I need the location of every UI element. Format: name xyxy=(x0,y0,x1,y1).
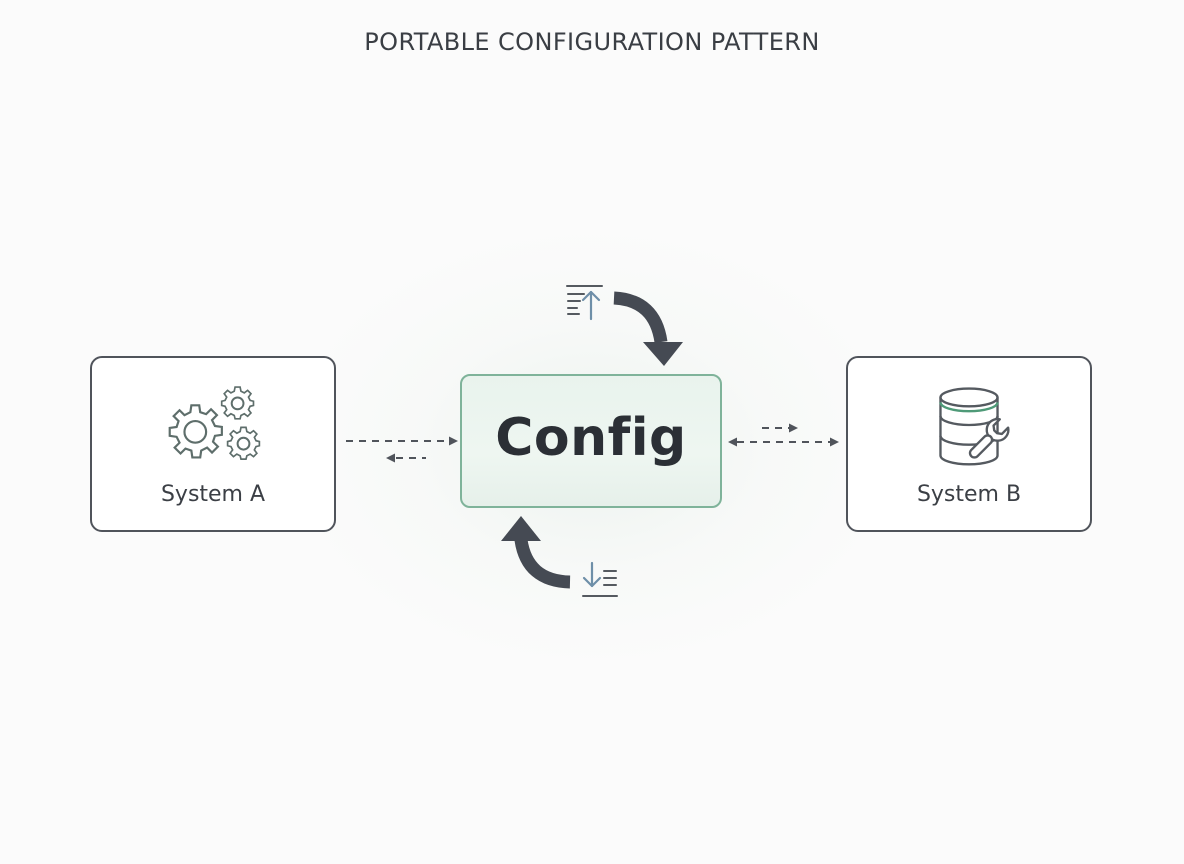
config-label: Config xyxy=(495,408,687,468)
import-list-icon xyxy=(582,570,618,597)
wrench-icon xyxy=(968,417,1010,459)
import-curved-arrow xyxy=(514,538,571,589)
arrowhead-to-system-b xyxy=(830,437,839,447)
system-a-node: System A xyxy=(90,356,336,532)
gears-icon xyxy=(168,386,261,460)
system-a-label: System A xyxy=(160,482,266,507)
gear-small-top xyxy=(220,386,255,420)
gear-small-bottom xyxy=(226,426,261,460)
system-b-label: System B xyxy=(916,482,1022,507)
export-list-icon xyxy=(566,285,603,315)
system-b-node: System B xyxy=(846,356,1092,532)
arrowhead-to-config xyxy=(728,437,737,447)
diagram-title: PORTABLE CONFIGURATION PATTERN xyxy=(364,28,820,56)
import-arrowhead xyxy=(501,516,541,541)
export-up-arrow xyxy=(581,290,601,321)
database-accent xyxy=(939,402,999,413)
arrowhead-config-to-a xyxy=(386,453,395,463)
database-wrench-icon xyxy=(939,387,1010,466)
import-down-arrow xyxy=(582,561,602,588)
config-node: Config xyxy=(460,374,722,508)
export-curved-arrow xyxy=(613,291,668,344)
gear-large xyxy=(168,404,223,459)
arrowhead-short-to-system-b xyxy=(789,423,798,433)
arrowhead-a-to-config xyxy=(449,436,458,446)
export-arrowhead xyxy=(643,342,683,366)
